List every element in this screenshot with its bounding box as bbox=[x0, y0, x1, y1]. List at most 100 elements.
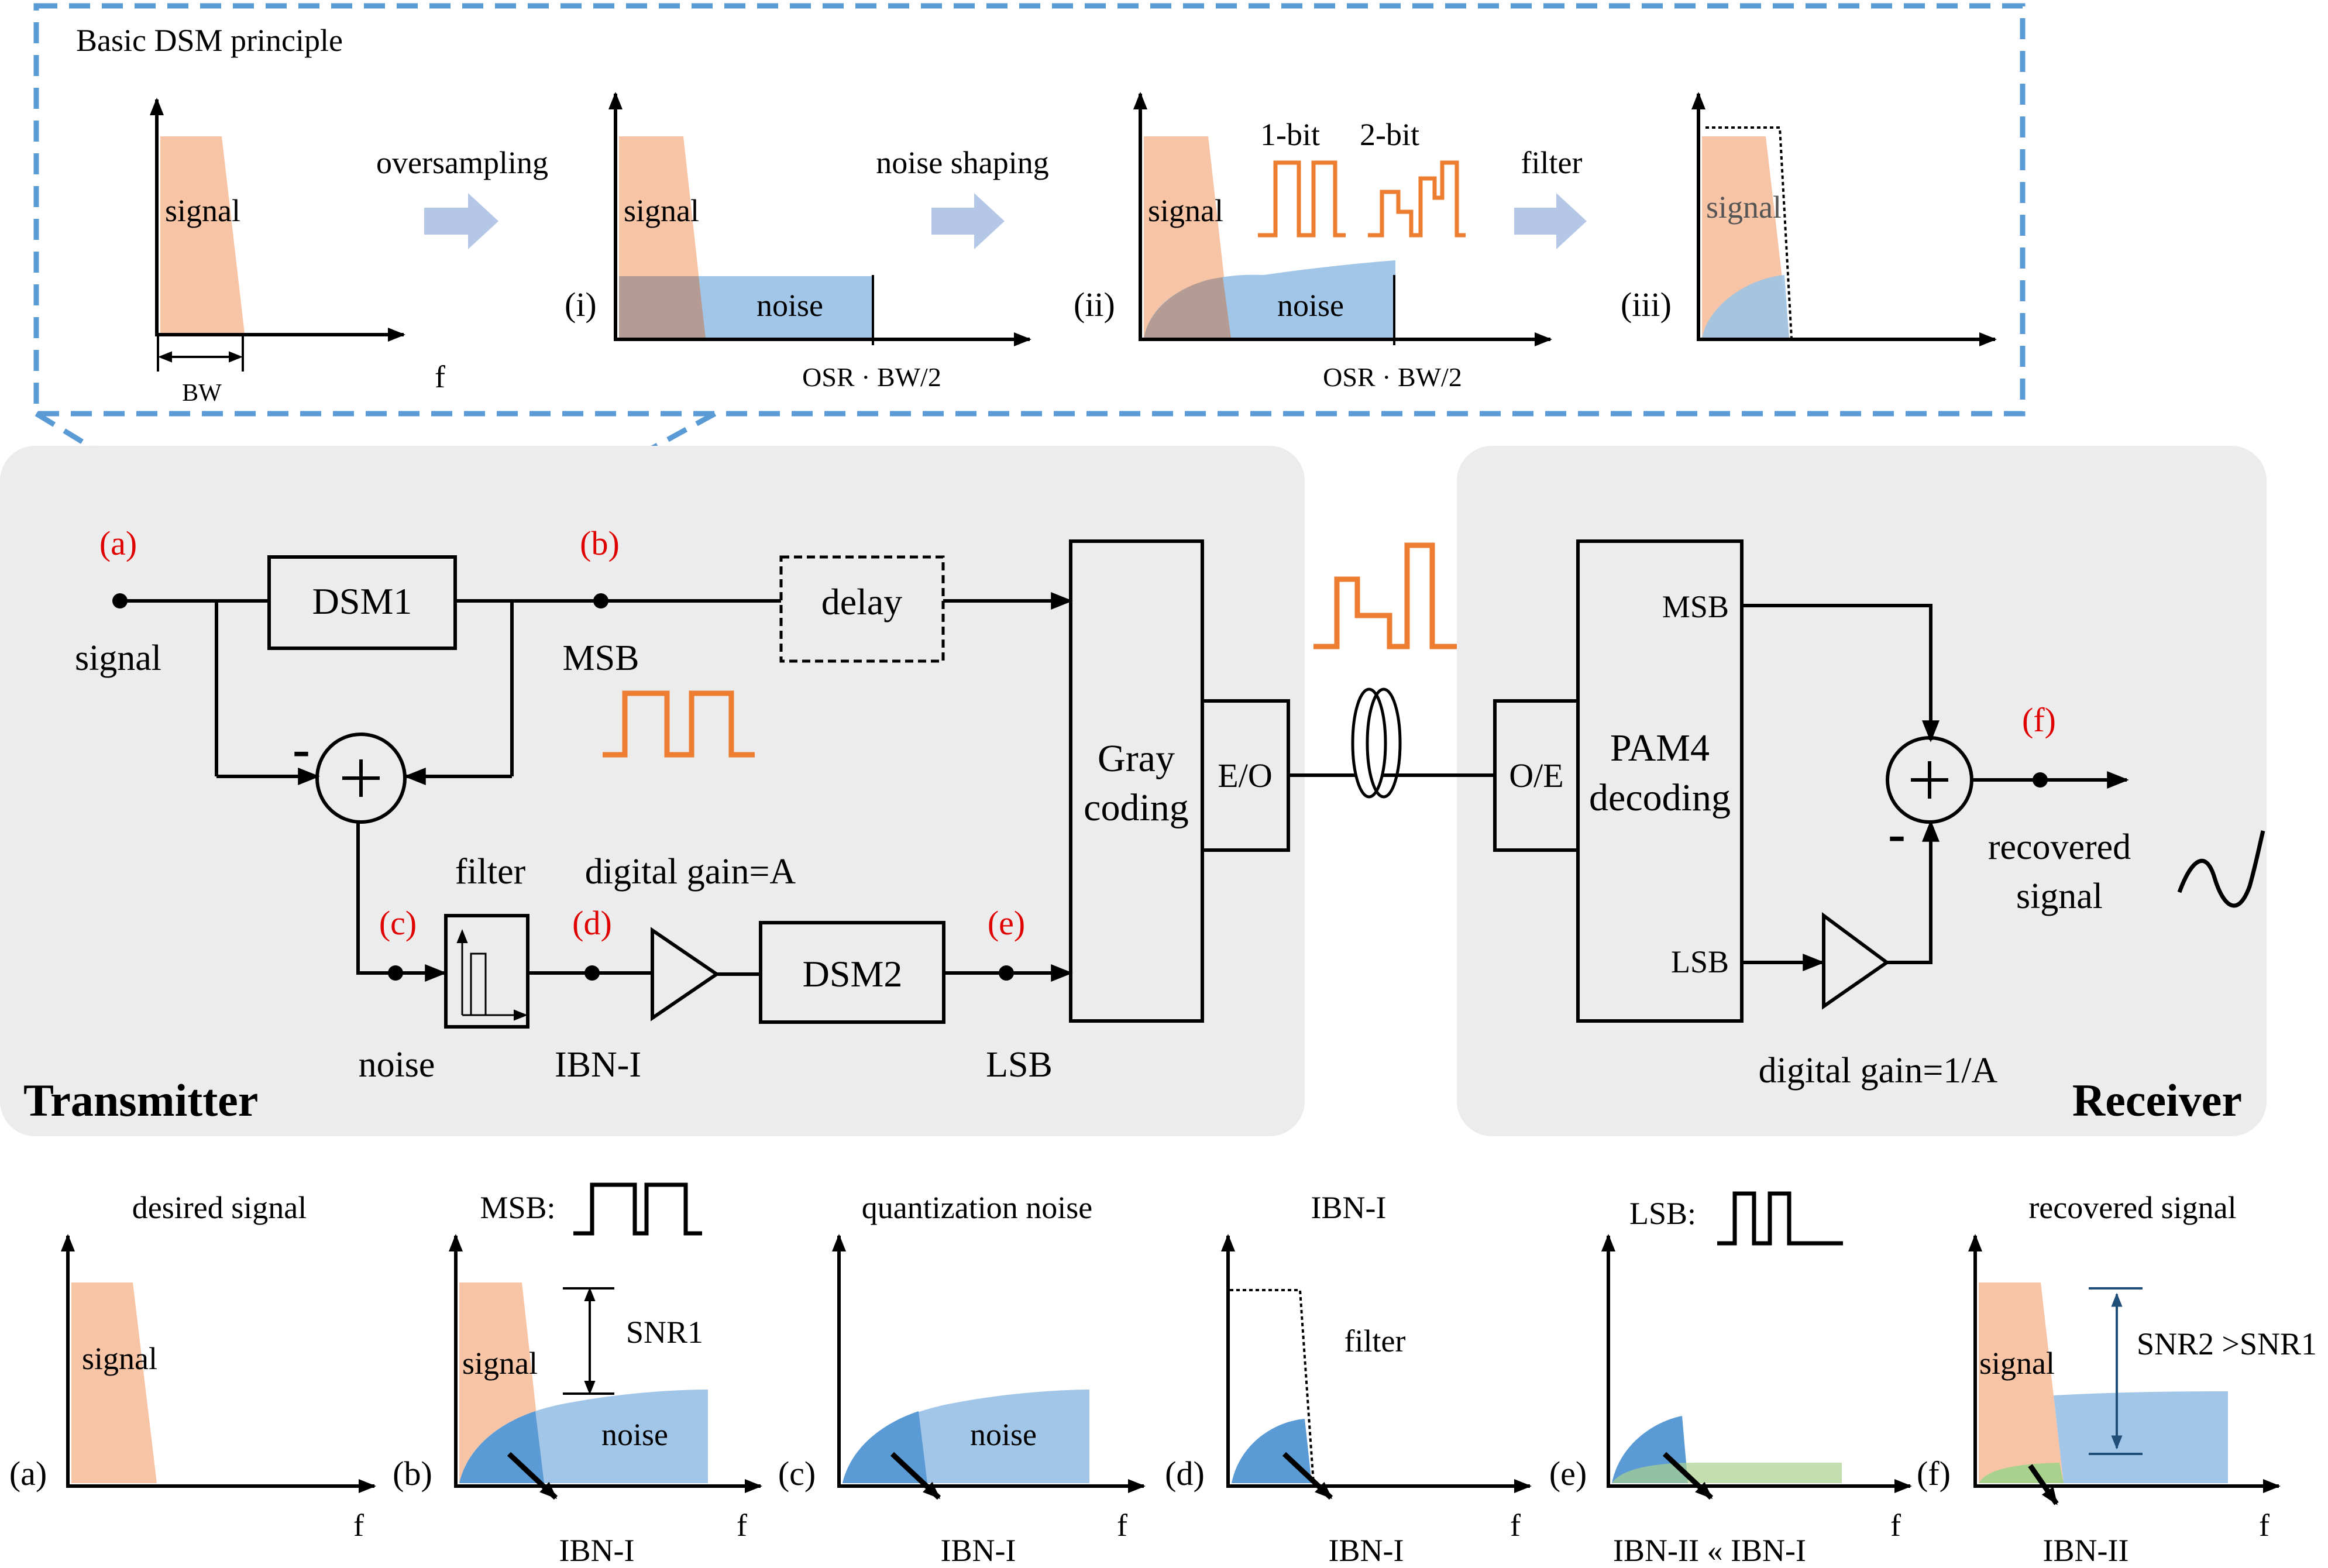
spectrum-d: IBN-I filter IBN-I (d) f bbox=[1165, 1190, 1532, 1568]
fiber-coil bbox=[1366, 687, 1402, 799]
ibn-label: IBN-II « IBN-I bbox=[1613, 1533, 1806, 1568]
ibn1-node bbox=[584, 965, 600, 981]
oe-label: O/E bbox=[1509, 757, 1563, 795]
filter-label: filter bbox=[1344, 1323, 1406, 1359]
minus-sign: - bbox=[293, 720, 310, 778]
noise-shaping-arrow bbox=[931, 193, 1005, 249]
signal-label: signal bbox=[82, 1341, 157, 1376]
summing-junction bbox=[315, 733, 407, 824]
label-a: (a) bbox=[99, 524, 137, 562]
signal-label: signal bbox=[1706, 190, 1782, 225]
pam4-waveform bbox=[1313, 542, 1457, 649]
gray-label-2: coding bbox=[1084, 786, 1189, 829]
panel-title: desired signal bbox=[132, 1190, 307, 1225]
principle-section: Basic DSM principle signal BW f oversamp… bbox=[33, 3, 2026, 558]
principle-panel-noise-shaped: signal noise (ii) OSR · BW/2 1-bit 2-bit bbox=[1074, 92, 1552, 392]
transmitter: Transmitter (a) (b) (c) (d) (e) signal D… bbox=[23, 524, 1290, 1126]
spectrum-b: MSB: signal noise SNR1 IBN-I (b) f bbox=[393, 1182, 762, 1568]
inverse-gain-amplifier bbox=[1822, 912, 1890, 1010]
panel-title: MSB: bbox=[480, 1190, 555, 1225]
lsb-waveform-icon bbox=[1717, 1191, 1843, 1246]
signal-label: signal bbox=[75, 638, 161, 678]
oversampling-arrow bbox=[424, 193, 498, 249]
lsb-label: LSB bbox=[1671, 944, 1729, 979]
ibn2-area bbox=[1979, 1463, 2064, 1483]
gray-label-1: Gray bbox=[1098, 737, 1175, 780]
recovered-label-1: recovered bbox=[1988, 827, 2131, 867]
minus-sign: - bbox=[1888, 805, 1906, 863]
filter-label: filter bbox=[1521, 145, 1583, 180]
signal-label: signal bbox=[624, 193, 699, 228]
ibn-label: IBN-II bbox=[2043, 1533, 2129, 1568]
noise-label: noise bbox=[756, 288, 823, 323]
noise-area bbox=[2054, 1391, 2228, 1483]
2bit-label: 2-bit bbox=[1360, 117, 1419, 152]
overlap-area bbox=[619, 276, 706, 338]
f-label: f bbox=[737, 1508, 747, 1543]
eo-label: E/O bbox=[1218, 757, 1272, 795]
dsm1-label: DSM1 bbox=[312, 580, 412, 622]
signal-label: signal bbox=[165, 193, 240, 228]
2bit-waveform bbox=[1368, 160, 1466, 238]
1bit-waveform bbox=[1258, 160, 1346, 238]
osr-label: OSR · BW/2 bbox=[1323, 362, 1462, 392]
principle-title: Basic DSM principle bbox=[76, 23, 343, 58]
msb-label: MSB bbox=[1662, 589, 1729, 624]
msb-node bbox=[593, 593, 608, 608]
signal-label: signal bbox=[1979, 1346, 2055, 1381]
label-d: (d) bbox=[572, 904, 612, 942]
f-label: f bbox=[435, 359, 445, 394]
label-f: (f) bbox=[2022, 701, 2056, 739]
digital-gain-label: digital gain=1/A bbox=[1759, 1051, 1998, 1091]
transmitter-panel bbox=[0, 446, 1305, 1136]
wire bbox=[356, 822, 447, 982]
filter-label: filter bbox=[455, 852, 526, 892]
ibn-pointer bbox=[2028, 1464, 2059, 1505]
panel-title: quantization noise bbox=[862, 1190, 1092, 1225]
dsm2-label: DSM2 bbox=[803, 953, 903, 995]
delay-block bbox=[779, 555, 945, 663]
transmitter-title: Transmitter bbox=[23, 1075, 258, 1126]
pam4-label-1: PAM4 bbox=[1610, 727, 1710, 769]
wire bbox=[1742, 604, 1940, 742]
fiber-link bbox=[1288, 542, 1495, 799]
f-label: f bbox=[1510, 1508, 1521, 1543]
noise-label: noise bbox=[601, 1417, 668, 1452]
f-label: f bbox=[1890, 1508, 1901, 1543]
label-c: (c) bbox=[379, 904, 417, 942]
panel-id: (iii) bbox=[1621, 286, 1672, 324]
msb-waveform bbox=[603, 690, 755, 758]
pam4-label-2: decoding bbox=[1589, 776, 1731, 819]
spectrum-e: LSB: IBN-II « IBN-I (e) f bbox=[1549, 1191, 1912, 1568]
ibn-pointer bbox=[1662, 1452, 1714, 1500]
ibn-pointer bbox=[507, 1452, 558, 1500]
ibn-label: IBN-I bbox=[559, 1533, 635, 1568]
spectrum-a: desired signal signal (a) f bbox=[9, 1190, 376, 1543]
oversampling-label: oversampling bbox=[376, 145, 548, 180]
principle-dashed-box bbox=[33, 3, 2026, 417]
panel-id: (a) bbox=[9, 1454, 47, 1493]
lsb-label: LSB bbox=[986, 1045, 1053, 1085]
signal-area bbox=[160, 136, 245, 333]
panel-title: IBN-I bbox=[1311, 1190, 1387, 1225]
signal-label: signal bbox=[462, 1346, 538, 1381]
ibn1-label: IBN-I bbox=[555, 1045, 641, 1085]
principle-panel-signal: signal BW f bbox=[150, 98, 445, 407]
spectrum-c: quantization noise noise IBN-I (c) f bbox=[778, 1190, 1146, 1568]
f-label: f bbox=[1117, 1508, 1127, 1543]
noise-node bbox=[388, 965, 403, 981]
residual-noise-area bbox=[1702, 275, 1789, 338]
wire bbox=[1887, 820, 1940, 964]
recovered-waveform-icon bbox=[2177, 830, 2265, 908]
panel-title: recovered signal bbox=[2028, 1190, 2236, 1225]
ibn-label: IBN-I bbox=[1329, 1533, 1404, 1568]
label-b: (b) bbox=[580, 524, 620, 562]
noise-label: noise bbox=[970, 1417, 1037, 1452]
lsb-node bbox=[999, 965, 1014, 981]
1bit-label: 1-bit bbox=[1260, 117, 1320, 152]
pam4-decoding-block bbox=[1576, 539, 1744, 1023]
filter-response bbox=[1705, 126, 1793, 339]
panel-id: (d) bbox=[1165, 1454, 1205, 1493]
ibn-label: IBN-I bbox=[941, 1533, 1016, 1568]
filter-arrow bbox=[1514, 193, 1587, 249]
